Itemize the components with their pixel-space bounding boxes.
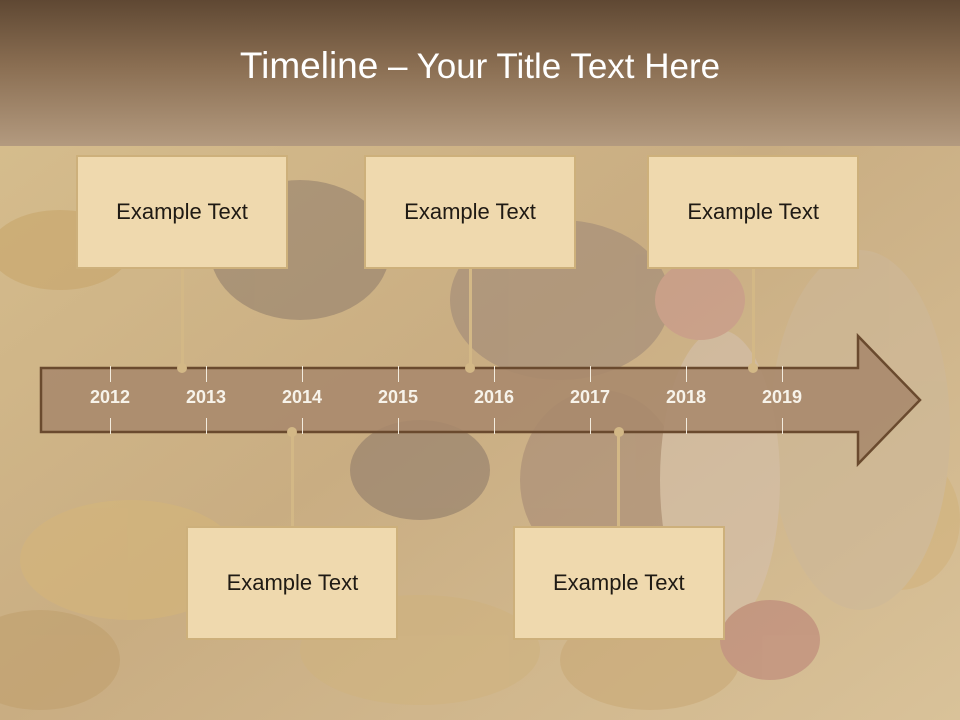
year-tick xyxy=(109,366,111,382)
year-tick xyxy=(493,418,495,434)
arrow-shape xyxy=(39,332,922,468)
event-text: Example Text xyxy=(552,570,685,595)
event-text: Example Text xyxy=(116,199,248,224)
year-tick xyxy=(301,418,303,434)
year-tick xyxy=(781,366,783,382)
event-text: Example Text xyxy=(404,199,536,224)
year-label: 2019 xyxy=(761,387,803,407)
event-box-bottom: Example Text xyxy=(512,526,725,640)
year-label: 2017 xyxy=(569,387,611,407)
title-bar xyxy=(0,0,960,146)
event-connector xyxy=(468,269,472,368)
year-tick xyxy=(109,418,111,434)
year-tick xyxy=(589,366,591,382)
title-rest: – Your Title Text Here xyxy=(378,47,721,86)
slide-title: Timeline – Your Title Text Here xyxy=(0,44,960,89)
year-tick xyxy=(685,418,687,434)
year-label: 2018 xyxy=(665,387,707,407)
event-connector xyxy=(617,432,621,526)
year-tick xyxy=(589,418,591,434)
event-box-top: Example Text xyxy=(76,155,288,269)
event-box-top: Example Text xyxy=(364,155,576,269)
event-connector xyxy=(751,269,755,368)
event-marker-dot xyxy=(177,363,187,373)
year-label: 2015 xyxy=(377,387,419,407)
title-main: Timeline xyxy=(239,45,379,86)
year-tick xyxy=(301,366,303,382)
event-connector xyxy=(180,269,184,368)
year-tick xyxy=(781,418,783,434)
event-text: Example Text xyxy=(687,199,820,224)
year-label: 2014 xyxy=(281,387,323,407)
year-label: 2016 xyxy=(473,387,515,407)
event-connector xyxy=(290,432,294,526)
event-marker-dot xyxy=(613,427,624,437)
year-tick xyxy=(493,366,495,382)
event-box-bottom: Example Text xyxy=(186,526,399,640)
event-box-top: Example Text xyxy=(647,155,860,269)
year-tick xyxy=(205,366,207,382)
event-marker-dot xyxy=(465,363,475,373)
year-tick xyxy=(397,366,399,382)
event-marker-dot xyxy=(287,427,298,437)
year-label: 2013 xyxy=(185,387,227,407)
year-label: 2012 xyxy=(89,387,131,407)
event-marker-dot xyxy=(748,363,759,373)
year-tick xyxy=(397,418,399,434)
year-tick xyxy=(685,366,687,382)
event-text: Example Text xyxy=(226,570,359,595)
year-tick xyxy=(205,418,207,434)
